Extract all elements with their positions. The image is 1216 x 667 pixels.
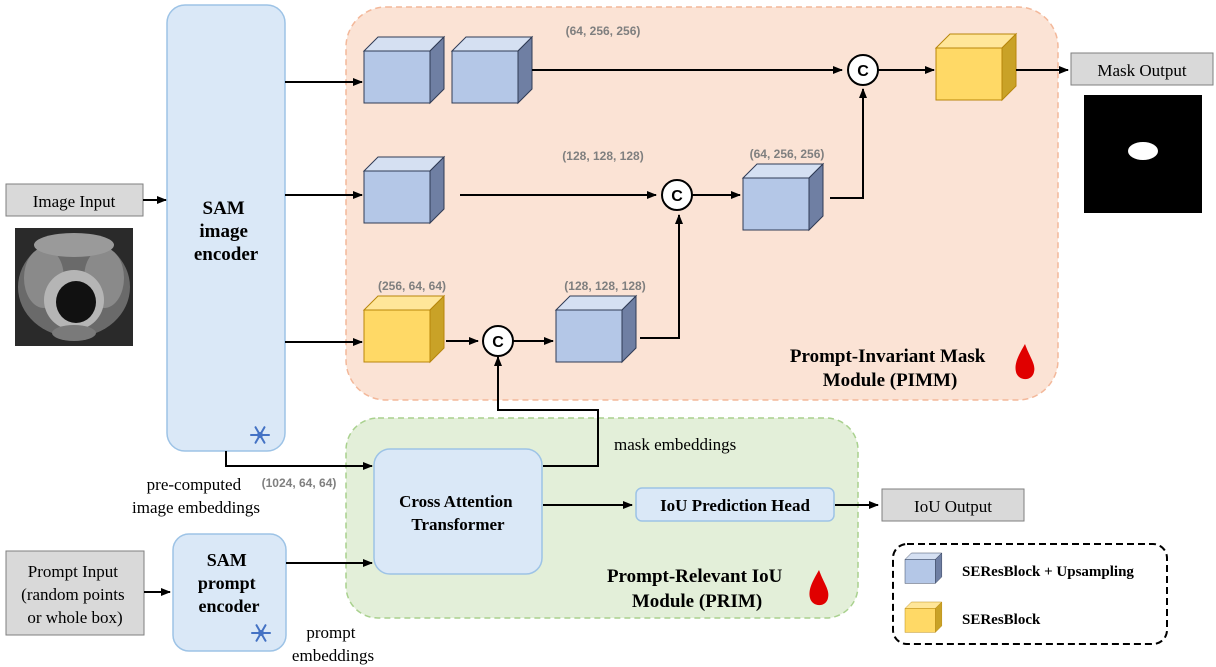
mask-output-image [1084, 95, 1202, 213]
dim-top: (64, 256, 256) [566, 24, 641, 38]
iou-head-label: IoU Prediction Head [660, 496, 810, 515]
mask-embeddings-label: mask embeddings [614, 435, 736, 454]
legend-yellow-label: SEResBlock [962, 612, 1041, 628]
snowflake-icon [251, 624, 271, 642]
prim-label: Prompt-Relevant IoU Module (PRIM) [607, 566, 787, 612]
concat-node-bottom: C [482, 325, 514, 357]
cross-attention-transformer [373, 448, 543, 575]
legend-blue-label: SEResBlock + Upsampling [962, 564, 1134, 580]
dim-middle: (128, 128, 128) [562, 149, 643, 163]
legend: SEResBlock + Upsampling SEResBlock [892, 543, 1168, 645]
seresblock-cube-bottom [363, 295, 445, 363]
cross-attention-label: Cross Attention Transformer [399, 492, 517, 534]
iou-prediction-head [635, 487, 835, 522]
iou-output-box [881, 488, 1025, 522]
sam-prompt-encoder-label: SAM prompt encoder [198, 550, 260, 616]
pimm-region [345, 6, 1059, 401]
mask-output-label: Mask Output [1097, 61, 1187, 80]
svg-text:C: C [671, 188, 683, 205]
flame-icon [1015, 344, 1035, 380]
dim-bottom-out: (128, 128, 128) [564, 279, 645, 293]
prompt-input-box [5, 550, 145, 636]
dim-bottom: (256, 64, 64) [378, 279, 446, 293]
dim-middle-out: (64, 256, 256) [750, 147, 825, 161]
seresblock-upsampling-cube-top-2 [451, 36, 533, 104]
snowflake-icon [250, 426, 270, 444]
dim-image-embed: (1024, 64, 64) [262, 476, 337, 490]
svg-text:C: C [857, 63, 869, 80]
mask-output-box [1070, 52, 1214, 86]
concat-node-middle: C [661, 179, 693, 211]
flame-icon [809, 570, 829, 606]
sam-image-encoder-label: SAM image encoder [194, 198, 259, 265]
pimm-label: Prompt-Invariant Mask Module (PIMM) [790, 346, 990, 391]
sam-prompt-encoder [172, 533, 287, 652]
iou-output-label: IoU Output [914, 497, 992, 516]
prompt-embeddings-label: prompt embeddings [292, 623, 374, 665]
prompt-input-label: Prompt Input (random points or whole box… [21, 562, 129, 627]
seresblock-upsampling-cube-mid-2 [742, 163, 824, 231]
seresblock-upsampling-cube-mid-1 [363, 156, 445, 224]
mri-image [15, 228, 133, 346]
image-input-label: Image Input [33, 192, 116, 211]
seresblock-upsampling-cube-bottom [555, 295, 637, 363]
seresblock-cube-output [935, 33, 1017, 101]
image-input-box [5, 183, 144, 217]
svg-text:C: C [492, 334, 504, 351]
precomputed-label: pre-computed image embeddings [132, 475, 260, 517]
seresblock-upsampling-cube-top-1 [363, 36, 445, 104]
concat-node-top: C [847, 54, 879, 86]
